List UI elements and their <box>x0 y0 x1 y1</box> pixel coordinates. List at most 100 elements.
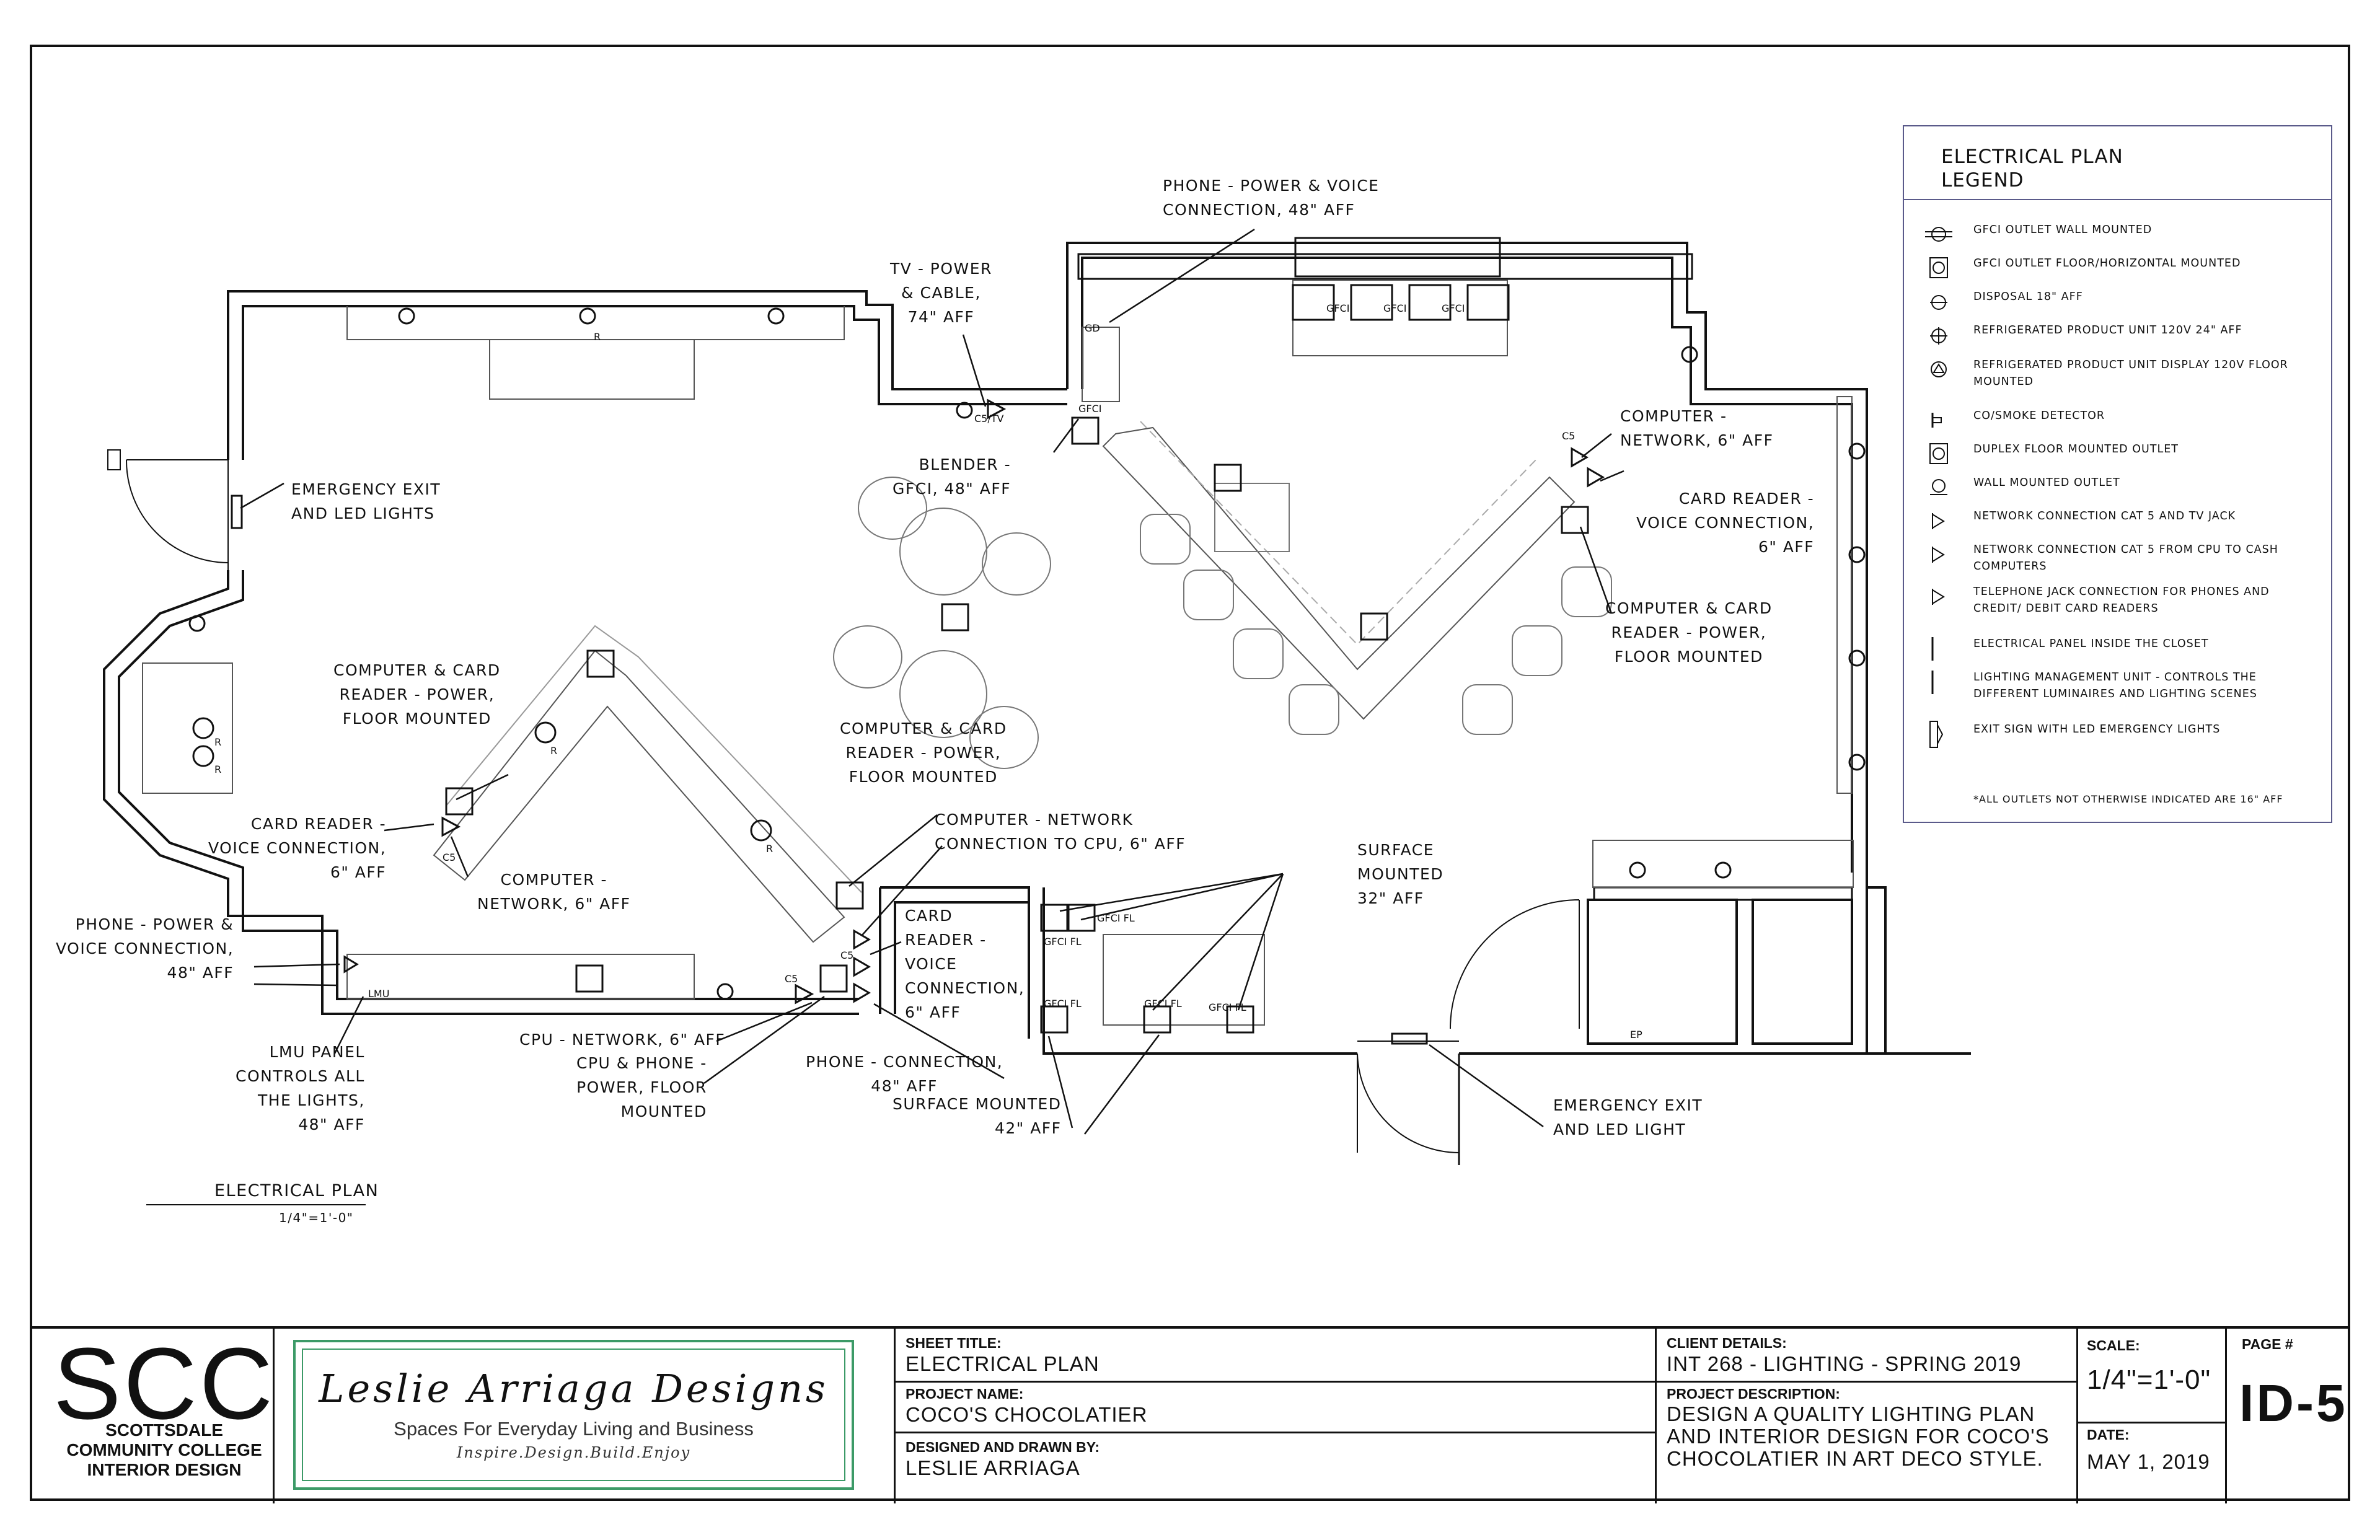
east-counter <box>1836 396 1853 794</box>
legend-text: REFRIGERATED PRODUCT UNIT 120V 24" AFF <box>1973 324 2242 337</box>
disposal-icon <box>1930 295 1947 310</box>
date-label: DATE: <box>2087 1427 2130 1443</box>
project-name: COCO'S CHOCOLATIER <box>906 1403 1148 1426</box>
duplex-floor-outlet-icon <box>1929 443 1948 464</box>
client-label: CLIENT DETAILS: <box>1667 1335 1787 1351</box>
logo-cell: Leslie Arriaga Designs Spaces For Everyd… <box>273 1329 894 1503</box>
lmu-icon <box>1931 671 1934 694</box>
left-l-counter-back <box>446 625 862 893</box>
v-shaped-bar <box>1102 426 1576 720</box>
bay-display-table <box>142 662 233 794</box>
tag-gfci-fl-3: GFCI FL <box>1044 998 1082 1010</box>
east-wall <box>1866 887 1868 1054</box>
sink <box>1082 327 1120 402</box>
refrigerated-display-icon <box>1931 361 1947 377</box>
closet-right <box>1752 899 1853 1045</box>
scale-date-cell: SCALE: 1/4"=1'-0" DATE: MAY 1, 2019 <box>2076 1329 2227 1503</box>
scale-label: SCALE: <box>2087 1337 2140 1353</box>
callout-computer-network-left: COMPUTER - NETWORK, 6" AFF <box>477 871 631 913</box>
callout-blender: BLENDER - GFCI, 48" AFF <box>892 455 1011 498</box>
page-label: PAGE # <box>2242 1336 2293 1352</box>
bar-stool-1 <box>1140 514 1191 565</box>
legend-text: NETWORK CONNECTION CAT 5 AND TV JACK <box>1973 510 2236 522</box>
date-value: MAY 1, 2019 <box>2087 1450 2210 1473</box>
exit-sign-icon <box>1929 721 1944 748</box>
gfci-wall-outlet-icon <box>1925 227 1952 242</box>
drawing-scale: 1/4"=1'-0" <box>279 1210 354 1225</box>
callout-computer-network-cpu: COMPUTER - NETWORK CONNECTION TO CPU, 6"… <box>935 811 1186 853</box>
school-logo: SCC <box>53 1327 276 1440</box>
bar-stool-5 <box>1462 684 1513 735</box>
callout-cpu-network: CPU - NETWORK, 6" AFF <box>519 1031 726 1049</box>
network-tv-jack-icon <box>1932 513 1945 529</box>
east-wall-lower <box>1867 886 1887 1054</box>
co-smoke-detector-icon <box>1931 413 1942 428</box>
client-details: INT 268 - LIGHTING - SPRING 2019 <box>1667 1352 2022 1375</box>
tag-gd: GD <box>1085 322 1100 334</box>
left-l-counter <box>433 649 845 943</box>
back-counter <box>1077 253 1693 280</box>
tag-r-4: R <box>550 745 558 757</box>
closet-ep <box>1587 899 1738 1045</box>
callout-emergency-exit-left: EMERGENCY EXIT AND LED LIGHTS <box>291 480 441 522</box>
door-swing-left <box>125 459 229 563</box>
bar-stool-2 <box>1183 570 1234 620</box>
door-swing-closet <box>1450 899 1580 1029</box>
designer-logo: Leslie Arriaga Designs Spaces For Everyd… <box>293 1340 854 1490</box>
electrical-panel-icon <box>1931 637 1934 661</box>
callout-lmu-panel: LMU PANEL CONTROLS ALL THE LIGHTS, 48" A… <box>236 1043 365 1133</box>
south-counter <box>1592 840 1854 888</box>
legend-text: EXIT SIGN WITH LED EMERGENCY LIGHTS <box>1973 723 2221 736</box>
callout-card-reader-voice-mid: CARD READER - VOICE CONNECTION, 6" AFF <box>905 907 1025 1021</box>
tag-r-1: R <box>594 331 601 343</box>
callout-computer-card-mid: COMPUTER & CARD READER - POWER, FLOOR MO… <box>840 719 1007 786</box>
legend-note: *ALL OUTLETS NOT OTHERWISE INDICATED ARE… <box>1973 793 2283 805</box>
chair-3 <box>833 625 902 689</box>
logo-name: Leslie Arriaga Designs <box>319 1366 829 1411</box>
tag-ep: EP <box>1630 1029 1642 1041</box>
legend-text: DUPLEX FLOOR MOUNTED OUTLET <box>1973 443 2179 455</box>
legend-text: REFRIGERATED PRODUCT UNIT DISPLAY 120V F… <box>1973 359 2288 388</box>
scale-value: 1/4"=1'-0" <box>2087 1365 2211 1395</box>
designer-name: LESLIE ARRIAGA <box>906 1456 1080 1479</box>
callout-computer-card-right: COMPUTER & CARD READER - POWER, FLOOR MO… <box>1605 599 1773 666</box>
tag-r-5: R <box>766 843 774 855</box>
school-name-line2: COMMUNITY COLLEGE <box>66 1440 262 1459</box>
network-cat5-icon <box>1932 547 1945 563</box>
chair-4 <box>969 706 1039 769</box>
tag-gfci-fl-1: GFCI FL <box>1097 912 1135 924</box>
description-label: PROJECT DESCRIPTION: <box>1667 1386 1840 1402</box>
bar-stool-4 <box>1289 684 1339 735</box>
cafe-table-2 <box>899 650 987 738</box>
logo-motto: Inspire.Design.Build.Enjoy <box>456 1444 691 1461</box>
tag-gfci-2: GFCI <box>1383 302 1407 314</box>
project-description: DESIGN A QUALITY LIGHTING PLAN AND INTER… <box>1667 1402 2050 1470</box>
callout-computer-network-right: COMPUTER - NETWORK, 6" AFF <box>1620 407 1774 449</box>
legend-panel: ELECTRICAL PLAN LEGEND GFCI OUTLET WALL … <box>1903 125 2332 823</box>
legend-text: LIGHTING MANAGEMENT UNIT - CONTROLS THE … <box>1973 671 2257 700</box>
legend-text: NETWORK CONNECTION CAT 5 FROM CPU TO CAS… <box>1973 543 2278 573</box>
legend-title: ELECTRICAL PLAN LEGEND <box>1941 146 2123 191</box>
school-name-line3: INTERIOR DESIGN <box>87 1460 242 1479</box>
drawing-sheet-border <box>30 45 2350 1501</box>
drawing-title: ELECTRICAL PLAN <box>214 1181 379 1200</box>
legend-text: WALL MOUNTED OUTLET <box>1973 477 2120 489</box>
title-block: SCC SCOTTSDALE COMMUNITY COLLEGE INTERIO… <box>30 1326 2350 1503</box>
client-cell: CLIENT DETAILS: INT 268 - LIGHTING - SPR… <box>1655 1329 2078 1503</box>
callout-surface-mounted-32: SURFACE MOUNTED 32" AFF <box>1357 841 1444 907</box>
tag-gfci-blender: GFCI <box>1078 403 1102 415</box>
callout-card-reader-left: CARD READER - VOICE CONNECTION, 6" AFF <box>208 815 387 881</box>
tag-c5-mid: C5 <box>840 949 854 961</box>
cafe-counter <box>1103 934 1265 1026</box>
callout-phone-connection: PHONE - CONNECTION, 48" AFF <box>806 1053 1003 1095</box>
tag-gfci-fl-2: GFCI FL <box>1044 936 1082 948</box>
cafe-table-1 <box>899 508 987 596</box>
display-case <box>489 339 695 400</box>
v-bar-centerline <box>1140 421 1538 646</box>
hood <box>1294 237 1501 278</box>
legend-text: CO/SMOKE DETECTOR <box>1973 410 2105 422</box>
closet-header <box>1593 886 1853 901</box>
refrigerated-unit-icon <box>1930 327 1947 345</box>
gfci-floor-outlet-icon <box>1929 257 1948 278</box>
tag-gfci-fl-5: GFCI FL <box>1209 1001 1246 1013</box>
